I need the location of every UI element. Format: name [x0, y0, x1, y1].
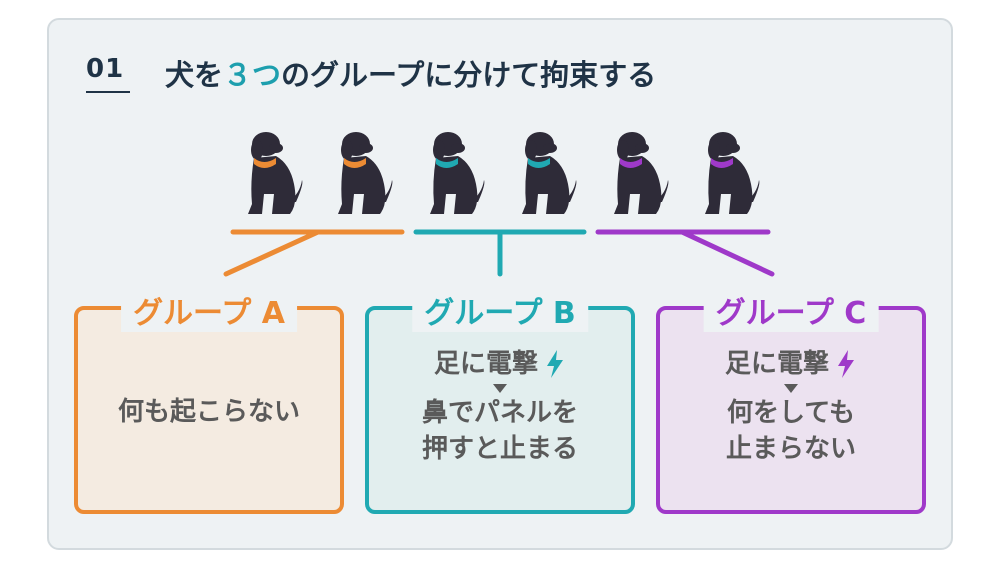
title-highlight: ３つ: [223, 58, 282, 92]
lightning-bolt-icon: [547, 350, 563, 378]
group-c-connector: [679, 229, 775, 277]
group-a-box: グループ A 何も起こらない: [74, 288, 344, 514]
dog-icon: [614, 132, 669, 214]
section-number-underline: [86, 91, 130, 93]
title-prefix: 犬を: [165, 58, 224, 92]
group-a-connector: [223, 229, 321, 277]
group-b-result-line-2: 押すと止まる: [421, 434, 578, 464]
dog-icon: [430, 132, 485, 214]
dog-icon: [248, 132, 303, 214]
group-b-result-line-1: 鼻でパネルを: [421, 398, 578, 428]
group-c-result-line-2: 止まらない: [725, 434, 856, 464]
lightning-bolt-icon: [838, 350, 854, 378]
group-c-content: 足に電撃 何をしても 止まらない: [660, 346, 922, 467]
group-a-label: グループ A: [121, 288, 297, 332]
group-b-stimulus: 足に電撃: [434, 346, 566, 382]
group-c-stimulus: 足に電撃: [725, 346, 857, 382]
group-c-result-line-1: 何をしても: [727, 398, 855, 428]
group-c-stimulus-text: 足に電撃: [724, 349, 829, 379]
section-number: 01: [86, 54, 125, 84]
group-b-label: グループ B: [412, 288, 588, 332]
group-c-box: グループ C 足に電撃 何をしても 止まらない: [656, 288, 926, 514]
down-arrow-icon: [493, 384, 507, 393]
page-title: 犬を３つのグループに分けて拘束する: [165, 52, 656, 94]
group-b-stimulus-text: 足に電撃: [433, 349, 538, 379]
dog-icon: [338, 132, 393, 214]
dog-icon: [522, 132, 577, 214]
dog-icon: [705, 132, 760, 214]
group-c-label: グループ C: [703, 288, 879, 332]
group-b-box: グループ B 足に電撃 鼻でパネルを 押すと止まる: [365, 288, 635, 514]
title-suffix: のグループに分けて拘束する: [281, 58, 657, 92]
group-a-result: 何も起こらない: [117, 397, 300, 427]
down-arrow-icon: [784, 384, 798, 393]
group-b-content: 足に電撃 鼻でパネルを 押すと止まる: [369, 346, 631, 467]
